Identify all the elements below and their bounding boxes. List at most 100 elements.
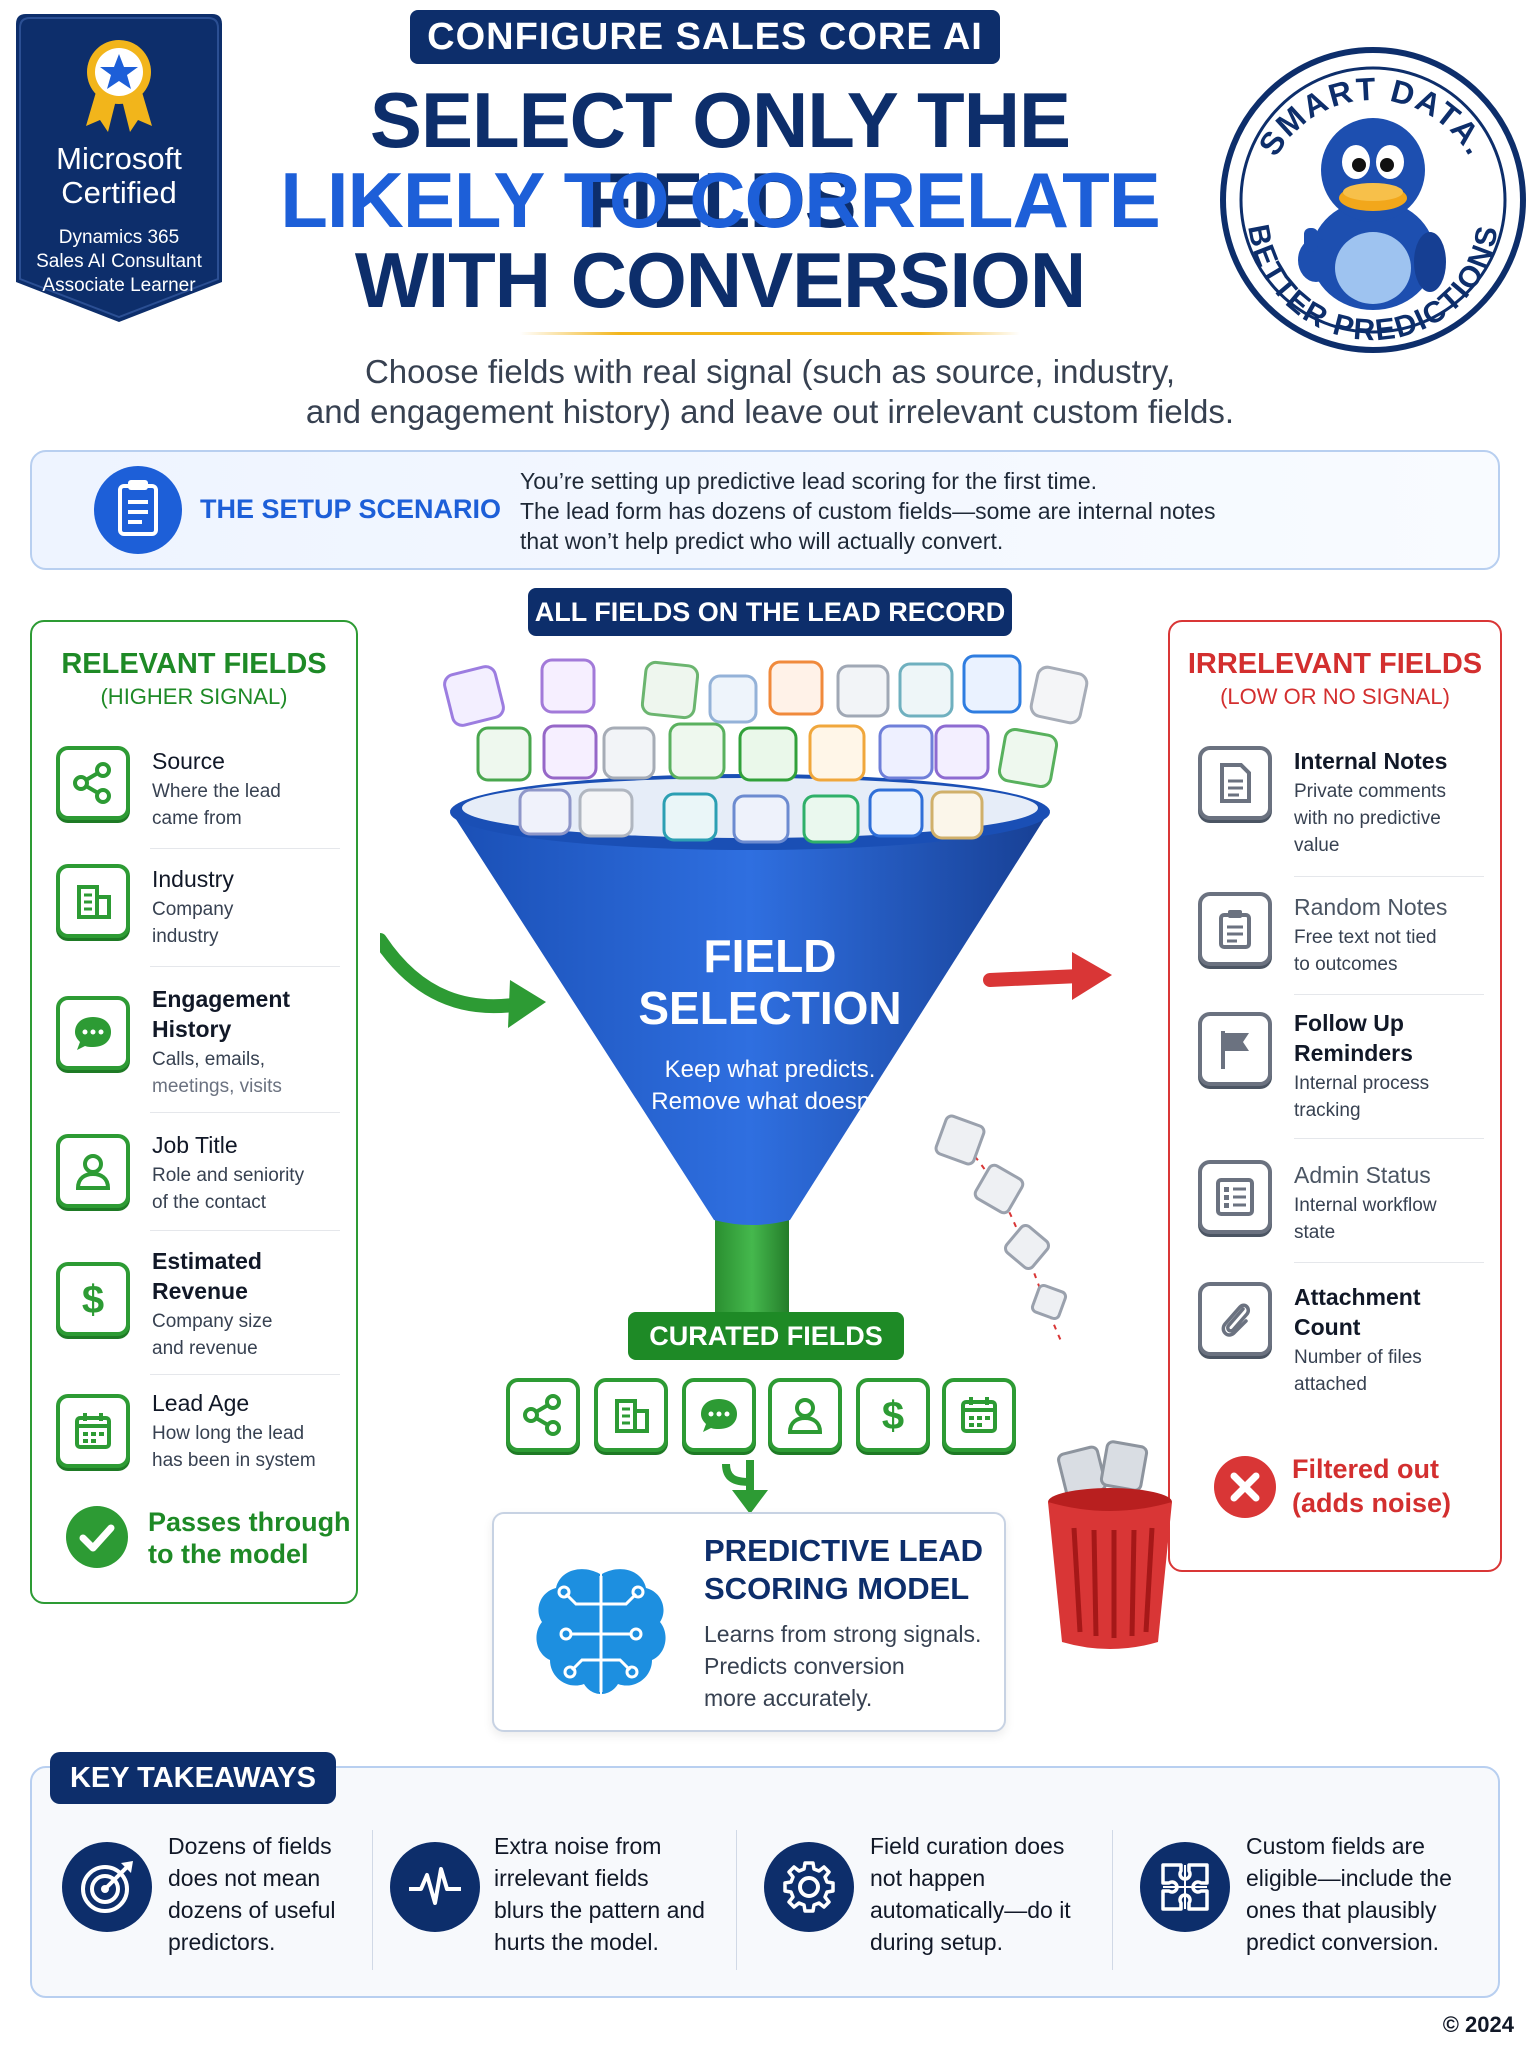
divider bbox=[150, 1230, 340, 1231]
badge-role: Sales AI Consultant bbox=[36, 251, 202, 272]
model-desc-line-1: Learns from strong signals. bbox=[704, 1621, 982, 1647]
subtitle-line-2: and engagement history) and leave out ir… bbox=[305, 393, 1235, 430]
field-desc: came from bbox=[152, 808, 242, 829]
badge-level: Associate Learner bbox=[42, 275, 196, 296]
pulse-icon bbox=[390, 1842, 480, 1932]
takeaway-2-line-4: hurts the model. bbox=[494, 1929, 659, 1955]
divider bbox=[372, 1830, 373, 1970]
irrelevant-title: IRRELEVANT FIELDS bbox=[1187, 648, 1483, 680]
model-desc-line-3: more accurately. bbox=[704, 1685, 873, 1711]
takeaway-3-line-4: during setup. bbox=[870, 1929, 1003, 1955]
flag-icon bbox=[1198, 1012, 1272, 1086]
checklist-icon bbox=[1198, 1160, 1272, 1234]
irrelevant-subtitle: (LOW OR NO SIGNAL) bbox=[1220, 684, 1450, 709]
field-selection-funnel bbox=[380, 654, 1112, 1340]
badge-dynamics: Dynamics 365 bbox=[58, 227, 180, 248]
takeaway-1-line-4: predictors. bbox=[168, 1929, 276, 1955]
field-desc: with no predictive bbox=[1294, 808, 1441, 829]
chat-icon bbox=[56, 996, 130, 1070]
curated-fields-label: CURATED FIELDS bbox=[628, 1312, 904, 1360]
key-takeaways-label: KEY TAKEAWAYS bbox=[50, 1752, 336, 1804]
scenario-text-3: that won’t help predict who will actuall… bbox=[520, 528, 1004, 554]
badge-microsoft: Microsoft bbox=[56, 141, 182, 176]
clipboard-icon bbox=[94, 466, 182, 554]
field-desc: Role and seniority bbox=[152, 1165, 305, 1186]
curated-person-icon bbox=[768, 1378, 842, 1452]
svg-text:$: $ bbox=[82, 1278, 104, 1321]
field-desc: Internal workflow bbox=[1294, 1195, 1437, 1216]
takeaway-1-line-3: dozens of useful bbox=[168, 1897, 336, 1923]
divider bbox=[150, 848, 340, 849]
filtered-chips-trail bbox=[934, 1114, 1068, 1340]
field-desc: Where the lead bbox=[152, 781, 281, 802]
key-takeaways-box bbox=[30, 1766, 1500, 1998]
takeaway-1-line-1: Dozens of fields bbox=[168, 1833, 332, 1859]
takeaway-3-line-1: Field curation does bbox=[870, 1833, 1065, 1859]
ribbon-medal-icon bbox=[86, 40, 152, 132]
dollar-icon: $ bbox=[56, 1262, 130, 1336]
takeaway-4-line-4: predict conversion. bbox=[1246, 1929, 1440, 1955]
field-desc: and revenue bbox=[152, 1338, 258, 1359]
trash-bin-icon bbox=[1048, 1440, 1172, 1649]
title-divider bbox=[520, 332, 1020, 335]
share-icon bbox=[56, 746, 130, 820]
filtered-out-line-1: Filtered out bbox=[1292, 1454, 1439, 1484]
model-title-line-2: SCORING MODEL bbox=[704, 1571, 970, 1606]
takeaway-4-line-2: eligible—include the bbox=[1246, 1865, 1452, 1891]
field-desc: Number of files bbox=[1294, 1347, 1422, 1368]
field-desc: Company size bbox=[152, 1311, 273, 1332]
divider bbox=[1294, 876, 1484, 877]
smart-data-stamp: SMART DATA. BETTER PREDICTIONS bbox=[1220, 47, 1526, 353]
field-name: Follow Up bbox=[1294, 1010, 1404, 1036]
takeaway-4-line-3: ones that plausibly bbox=[1246, 1897, 1437, 1923]
curated-calendar-icon bbox=[942, 1378, 1016, 1452]
curated-chat-icon bbox=[682, 1378, 756, 1452]
takeaway-3-line-2: not happen bbox=[870, 1865, 986, 1891]
brain-circuit-icon bbox=[536, 1569, 666, 1694]
document-icon bbox=[1198, 746, 1272, 820]
field-desc: Internal process bbox=[1294, 1073, 1430, 1094]
paperclip-icon bbox=[1198, 1282, 1272, 1356]
field-desc: of the contact bbox=[152, 1192, 267, 1213]
setup-scenario-box: THE SETUP SCENARIO You’re setting up pre… bbox=[30, 450, 1500, 570]
takeaway-4-line-1: Custom fields are bbox=[1246, 1833, 1425, 1859]
divider bbox=[1294, 1262, 1484, 1263]
field-name: Attachment bbox=[1294, 1284, 1421, 1310]
takeaway-2-line-3: blurs the pattern and bbox=[494, 1897, 705, 1923]
funnel-title-line-1: FIELD bbox=[703, 930, 837, 982]
takeaway-1: Dozens of fields does not mean dozens of… bbox=[168, 1830, 398, 1958]
filtered-out-text: Filtered out (adds noise) bbox=[1292, 1452, 1451, 1520]
field-desc: Free text not tied bbox=[1294, 927, 1437, 948]
clipboard-icon bbox=[1198, 892, 1272, 966]
passes-through-line-2: to the model bbox=[148, 1539, 309, 1569]
person-icon bbox=[56, 1134, 130, 1208]
model-title-line-1: PREDICTIVE LEAD bbox=[704, 1533, 984, 1568]
x-circle-icon bbox=[1214, 1456, 1276, 1518]
field-name: Revenue bbox=[152, 1278, 248, 1304]
field-chips-cloud bbox=[443, 654, 1089, 844]
green-down-arrow-icon bbox=[722, 1460, 768, 1514]
takeaway-1-line-2: does not mean bbox=[168, 1865, 321, 1891]
red-arrow-icon bbox=[983, 952, 1112, 1000]
green-arrow-icon bbox=[380, 933, 546, 1028]
field-desc: attached bbox=[1294, 1374, 1367, 1395]
scenario-label: THE SETUP SCENARIO bbox=[200, 494, 502, 524]
field-name: Count bbox=[1294, 1314, 1361, 1340]
field-desc: to outcomes bbox=[1294, 954, 1398, 975]
curated-building-icon bbox=[594, 1378, 668, 1452]
curated-share-icon bbox=[506, 1378, 580, 1452]
field-name: Reminders bbox=[1294, 1040, 1413, 1066]
divider bbox=[150, 1112, 340, 1113]
scenario-text-1: You’re setting up predictive lead scorin… bbox=[520, 468, 1097, 494]
field-desc: Private comments bbox=[1294, 781, 1447, 802]
microsoft-certified-badge: Microsoft Certified Dynamics 365 Sales A… bbox=[16, 14, 222, 322]
field-name: History bbox=[152, 1016, 232, 1042]
subtitle-line-1: Choose fields with real signal (such as … bbox=[364, 353, 1176, 390]
divider bbox=[150, 966, 340, 967]
field-name: Engagement bbox=[152, 986, 291, 1012]
kicker-banner: CONFIGURE SALES CORE AI bbox=[410, 10, 1000, 64]
field-desc: meetings, visits bbox=[152, 1076, 282, 1097]
field-desc: How long the lead bbox=[152, 1423, 305, 1444]
gear-icon bbox=[764, 1842, 854, 1932]
all-fields-label: ALL FIELDS ON THE LEAD RECORD bbox=[528, 588, 1012, 636]
